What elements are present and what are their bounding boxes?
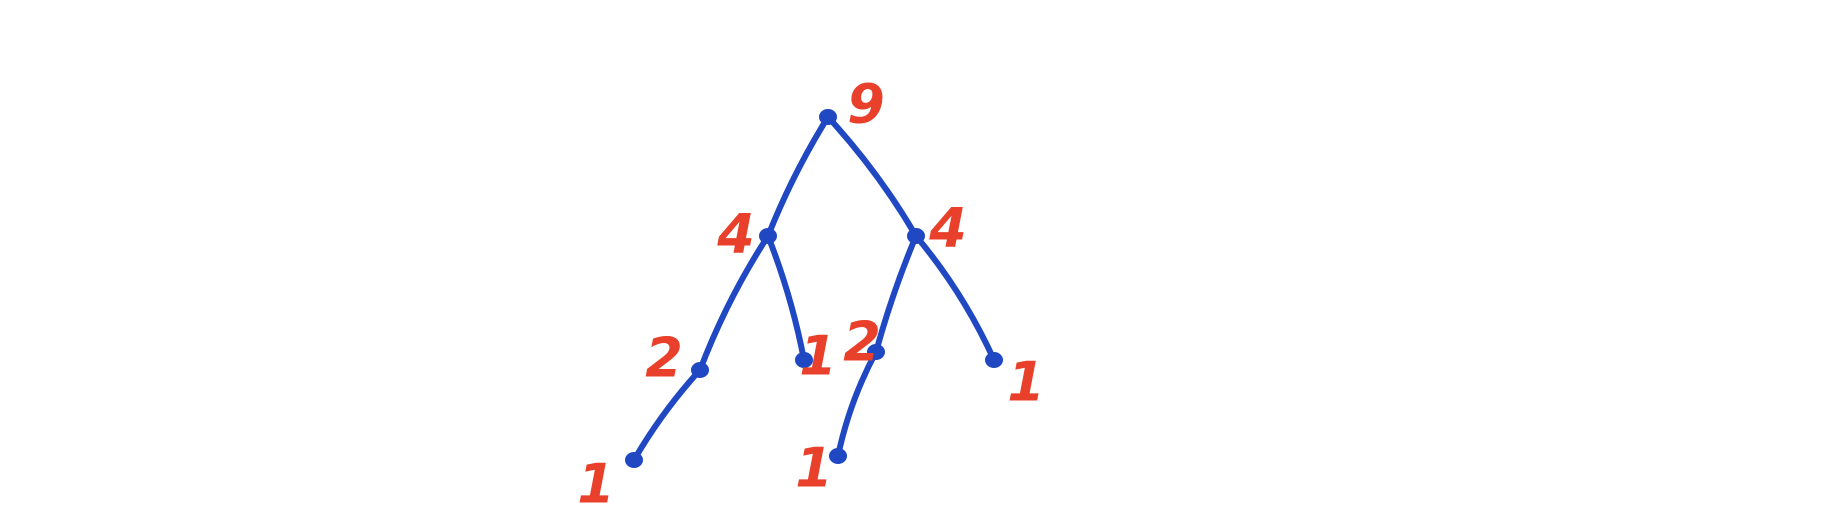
node-label-root: 9 [847,73,885,136]
node-label-lll: 1 [577,453,615,516]
tree-nodes [625,109,1003,468]
node-label-ll: 2 [645,327,683,390]
tree-node-rl [867,344,885,360]
tree-edge-ll-lll [631,367,703,463]
node-label-lr: 1 [799,325,837,388]
tree-node-right [907,228,925,244]
tree-edge-left-ll [697,233,771,373]
node-label-rl: 2 [843,311,881,374]
tree-edge-left-lr [765,233,807,363]
tree-edges [631,114,997,463]
node-label-rr: 1 [1007,351,1045,414]
node-label-rll: 1 [795,437,833,500]
tree-edge-rl-rll [835,349,879,459]
tree-node-rll [829,448,847,464]
tree-node-rr [985,352,1003,368]
tree-edge-root-left [765,114,831,239]
tree-node-lr [795,352,813,368]
tree-node-left [759,228,777,244]
tree-node-ll [691,362,709,378]
tree-node-lll [625,452,643,468]
node-label-left: 4 [716,203,755,266]
tree-node-root [819,109,837,125]
tree-edge-root-right [825,114,919,239]
tree-edge-right-rl [873,233,919,355]
tree-edge-right-rr [913,233,997,363]
node-label-right: 4 [928,197,967,260]
